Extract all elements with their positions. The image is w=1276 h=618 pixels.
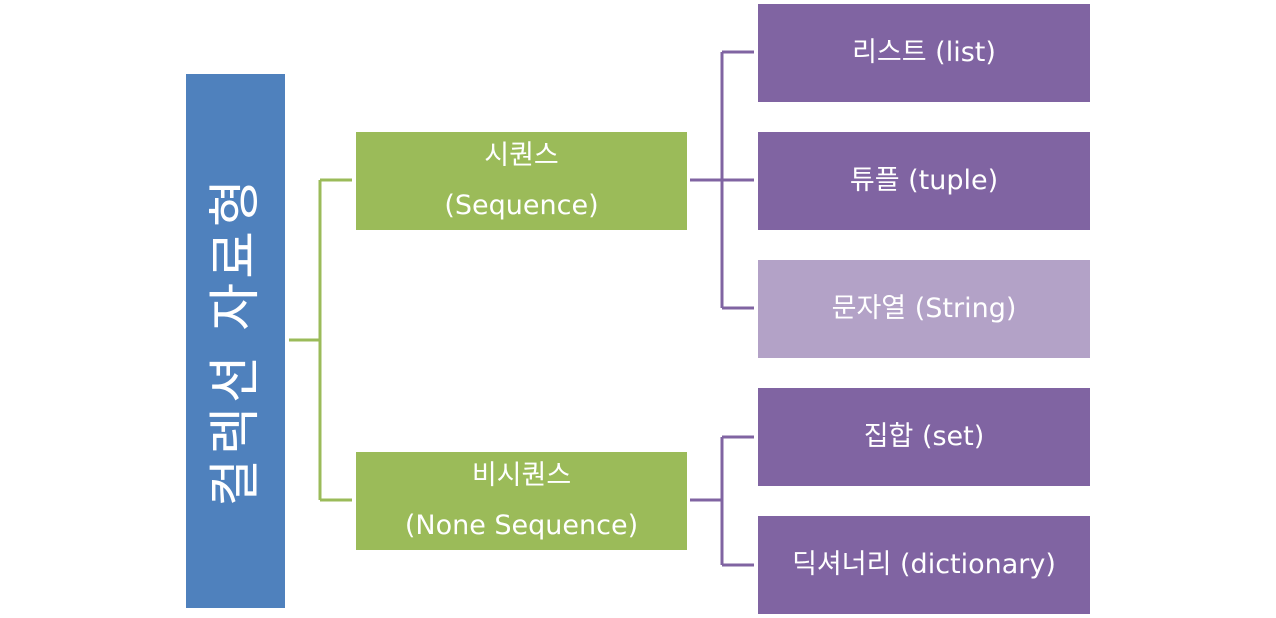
node-list: 리스트 (list) xyxy=(758,4,1090,102)
root-node-collection-types: 컬렉션 자료형 xyxy=(186,74,285,608)
node-string-label: 문자열 (String) xyxy=(831,293,1017,324)
node-tuple-label: 튜플 (tuple) xyxy=(849,165,999,196)
node-sequence-label-english: (Sequence) xyxy=(444,190,599,221)
root-node-label: 컬렉션 자료형 xyxy=(205,175,266,507)
node-sequence: 시퀀스 (Sequence) xyxy=(356,132,687,230)
node-non-sequence: 비시퀀스 (None Sequence) xyxy=(356,452,687,550)
node-dictionary-label: 딕셔너리 (dictionary) xyxy=(792,549,1056,580)
node-set: 집합 (set) xyxy=(758,388,1090,486)
node-non-sequence-label-english: (None Sequence) xyxy=(404,510,639,541)
node-sequence-label-korean: 시퀀스 xyxy=(484,140,559,171)
connector-root-to-mid xyxy=(289,178,352,502)
node-string: 문자열 (String) xyxy=(758,260,1090,358)
node-tuple: 튜플 (tuple) xyxy=(758,132,1090,230)
connector-sequence-to-leaves xyxy=(690,50,754,310)
connector-nonsequence-to-leaves xyxy=(690,435,754,567)
node-list-label: 리스트 (list) xyxy=(852,37,996,68)
node-dictionary: 딕셔너리 (dictionary) xyxy=(758,516,1090,614)
node-set-label: 집합 (set) xyxy=(863,421,985,452)
node-non-sequence-label-korean: 비시퀀스 xyxy=(471,460,572,491)
